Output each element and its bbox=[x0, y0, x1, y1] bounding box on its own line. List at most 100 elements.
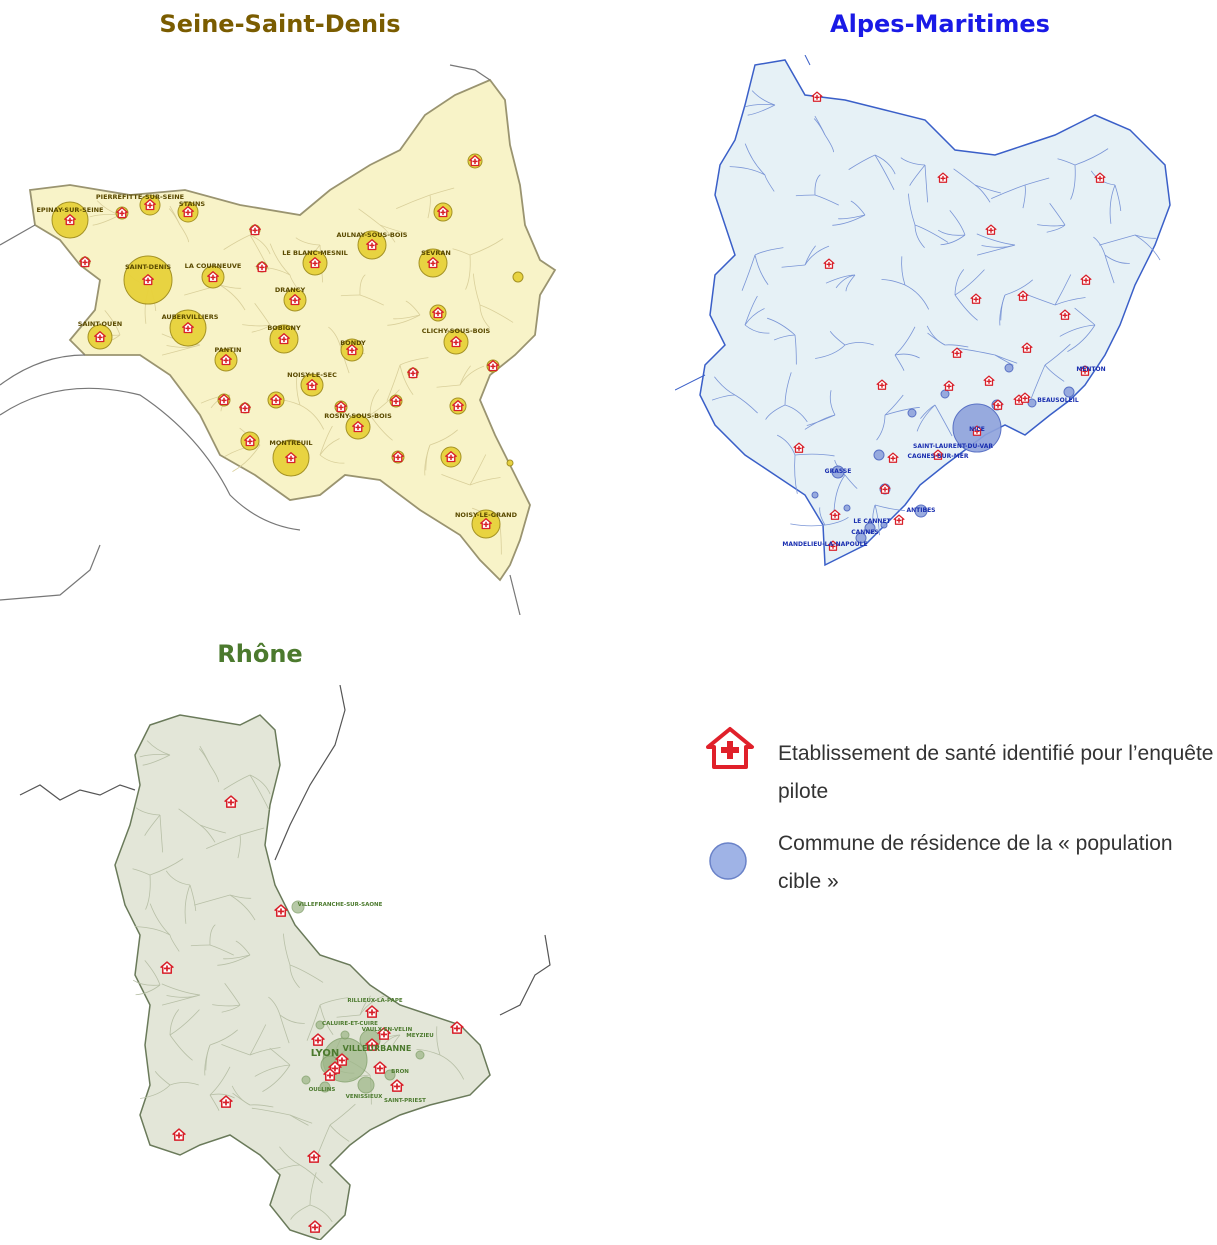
hospital-house-icon bbox=[452, 400, 464, 412]
population-bubble bbox=[855, 532, 867, 544]
commune-label: MANDELIEU-LA-NAPOULE bbox=[782, 541, 867, 548]
population-bubble bbox=[506, 459, 514, 467]
hospital-house-icon bbox=[887, 452, 899, 463]
population-bubble bbox=[357, 1076, 375, 1094]
commune-label: AULNAY-SOUS-BOIS bbox=[337, 231, 408, 239]
legend-facility-label: Etablissement de santé identifié pour l’… bbox=[778, 742, 1214, 803]
context-lines bbox=[674, 54, 811, 391]
legend-population-label: Commune de résidence de la « population … bbox=[778, 832, 1173, 893]
hospital-house-icon bbox=[1094, 172, 1106, 183]
map-title-rhone: Rhône bbox=[217, 640, 303, 668]
hospital-house-icon bbox=[116, 207, 128, 219]
hospital-house-icon bbox=[346, 344, 358, 356]
hospital-house-icon bbox=[239, 402, 251, 414]
hospital-house-icon bbox=[256, 261, 268, 273]
hospital-house-icon bbox=[219, 1095, 233, 1108]
hospital-house-icon bbox=[480, 518, 492, 530]
commune-label: AUBERVILLIERS bbox=[162, 313, 219, 321]
commune-label: LE CANNET bbox=[853, 518, 891, 525]
hospital-house-icon bbox=[876, 379, 888, 390]
commune-label: GRASSE bbox=[825, 468, 852, 475]
hospital-house-icon bbox=[992, 399, 1004, 410]
hospital-house-icon bbox=[970, 293, 982, 304]
commune-label: MENTON bbox=[1076, 366, 1105, 373]
hospital-house-icon bbox=[985, 224, 997, 235]
commune-label: MEYZIEU bbox=[406, 1033, 433, 1039]
commune-label: ANTIBES bbox=[907, 507, 936, 514]
hospital-house-icon bbox=[829, 509, 841, 520]
hospital-house-icon bbox=[469, 155, 481, 167]
commune-label: EPINAY-SUR-SEINE bbox=[36, 206, 103, 214]
commune-label: BEAUSOLEIL bbox=[1037, 397, 1079, 404]
hospital-house-icon bbox=[94, 331, 106, 343]
hospital-house-icon bbox=[943, 380, 955, 391]
hospital-house-icon bbox=[487, 360, 499, 372]
hospital-house-icon bbox=[1079, 365, 1091, 376]
population-bubble bbox=[811, 491, 819, 499]
hospital-house-icon bbox=[64, 214, 76, 226]
commune-label: BRON bbox=[391, 1069, 409, 1075]
hospital-house-icon bbox=[365, 1038, 379, 1051]
hospital-house-icon bbox=[450, 1021, 464, 1034]
commune-label: LYON bbox=[311, 1048, 340, 1059]
population-bubble bbox=[315, 1020, 325, 1030]
commune-label: LA COURNEUVE bbox=[185, 262, 242, 270]
hospital-house-icon bbox=[182, 322, 194, 334]
population-bubble bbox=[1063, 386, 1075, 398]
commune-label: SAINT-OUEN bbox=[78, 320, 122, 328]
hospital-house-icon bbox=[811, 91, 823, 102]
commune-label: NOISY-LE-SEC bbox=[287, 371, 337, 379]
hospital-house-icon bbox=[366, 239, 378, 251]
population-bubble bbox=[340, 1030, 350, 1040]
hospital-house-icon bbox=[220, 354, 232, 366]
hospital-house-icon bbox=[308, 1220, 322, 1233]
hospital-house-icon bbox=[1080, 274, 1092, 285]
population-bubble bbox=[940, 389, 950, 399]
commune-label: SEVRAN bbox=[421, 249, 451, 257]
population-bubble bbox=[415, 1050, 425, 1060]
commune-label: CANNES bbox=[851, 529, 879, 536]
commune-label: VAULX-EN-VELIN bbox=[362, 1027, 413, 1033]
hospital-house-icon bbox=[160, 961, 174, 974]
hospital-house-icon bbox=[307, 1150, 321, 1163]
hospital-house-icon bbox=[373, 1061, 387, 1074]
population-bubble bbox=[831, 465, 845, 479]
hospital-house-icon bbox=[144, 199, 156, 211]
commune-label: BONDY bbox=[340, 339, 366, 347]
hospital-house-icon bbox=[270, 394, 282, 406]
commune-label: DRANCY bbox=[275, 286, 306, 294]
hospital-house-icon bbox=[1059, 309, 1071, 320]
commune-label: OULLINS bbox=[309, 1087, 336, 1093]
population-bubble bbox=[864, 522, 876, 534]
hospital-house-icon bbox=[244, 435, 256, 447]
department-outline bbox=[114, 714, 491, 1241]
hospital-house-icon bbox=[879, 483, 891, 494]
hospital-house-icon bbox=[278, 333, 290, 345]
commune-label: VILLEURBANNE bbox=[343, 1044, 412, 1053]
hospital-house-icon bbox=[1019, 392, 1031, 403]
department-outline bbox=[699, 59, 1171, 567]
population-bubble bbox=[301, 1075, 311, 1085]
hospital-house-icon bbox=[352, 421, 364, 433]
hospital-house-icon bbox=[142, 274, 154, 286]
population-bubble bbox=[880, 521, 888, 529]
hospital-house-icon bbox=[392, 451, 404, 463]
hospital-house-icon bbox=[427, 257, 439, 269]
hospital-house-icon bbox=[706, 727, 754, 769]
commune-label: VENISSIEUX bbox=[346, 1094, 384, 1100]
context-lines bbox=[19, 684, 551, 1016]
hospital-house-icon bbox=[309, 257, 321, 269]
commune-label: PIERREFITTE-SUR-SEINE bbox=[96, 193, 184, 201]
commune-label: RILLIEUX-LA-PAPE bbox=[347, 998, 402, 1004]
population-bubble bbox=[319, 1081, 331, 1093]
legend-item-population: Commune de résidence de la « population … bbox=[700, 825, 1217, 901]
commune-label: CAGNES-SUR-MER bbox=[908, 453, 969, 460]
hospital-house-icon bbox=[377, 1027, 391, 1040]
hospital-house-icon bbox=[306, 379, 318, 391]
population-bubble bbox=[1027, 398, 1037, 408]
population-bubble bbox=[512, 271, 524, 283]
map-title-seine-saint-denis: Seine-Saint-Denis bbox=[159, 10, 401, 38]
hospital-house-icon bbox=[335, 401, 347, 413]
hospital-house-icon bbox=[1017, 290, 1029, 301]
